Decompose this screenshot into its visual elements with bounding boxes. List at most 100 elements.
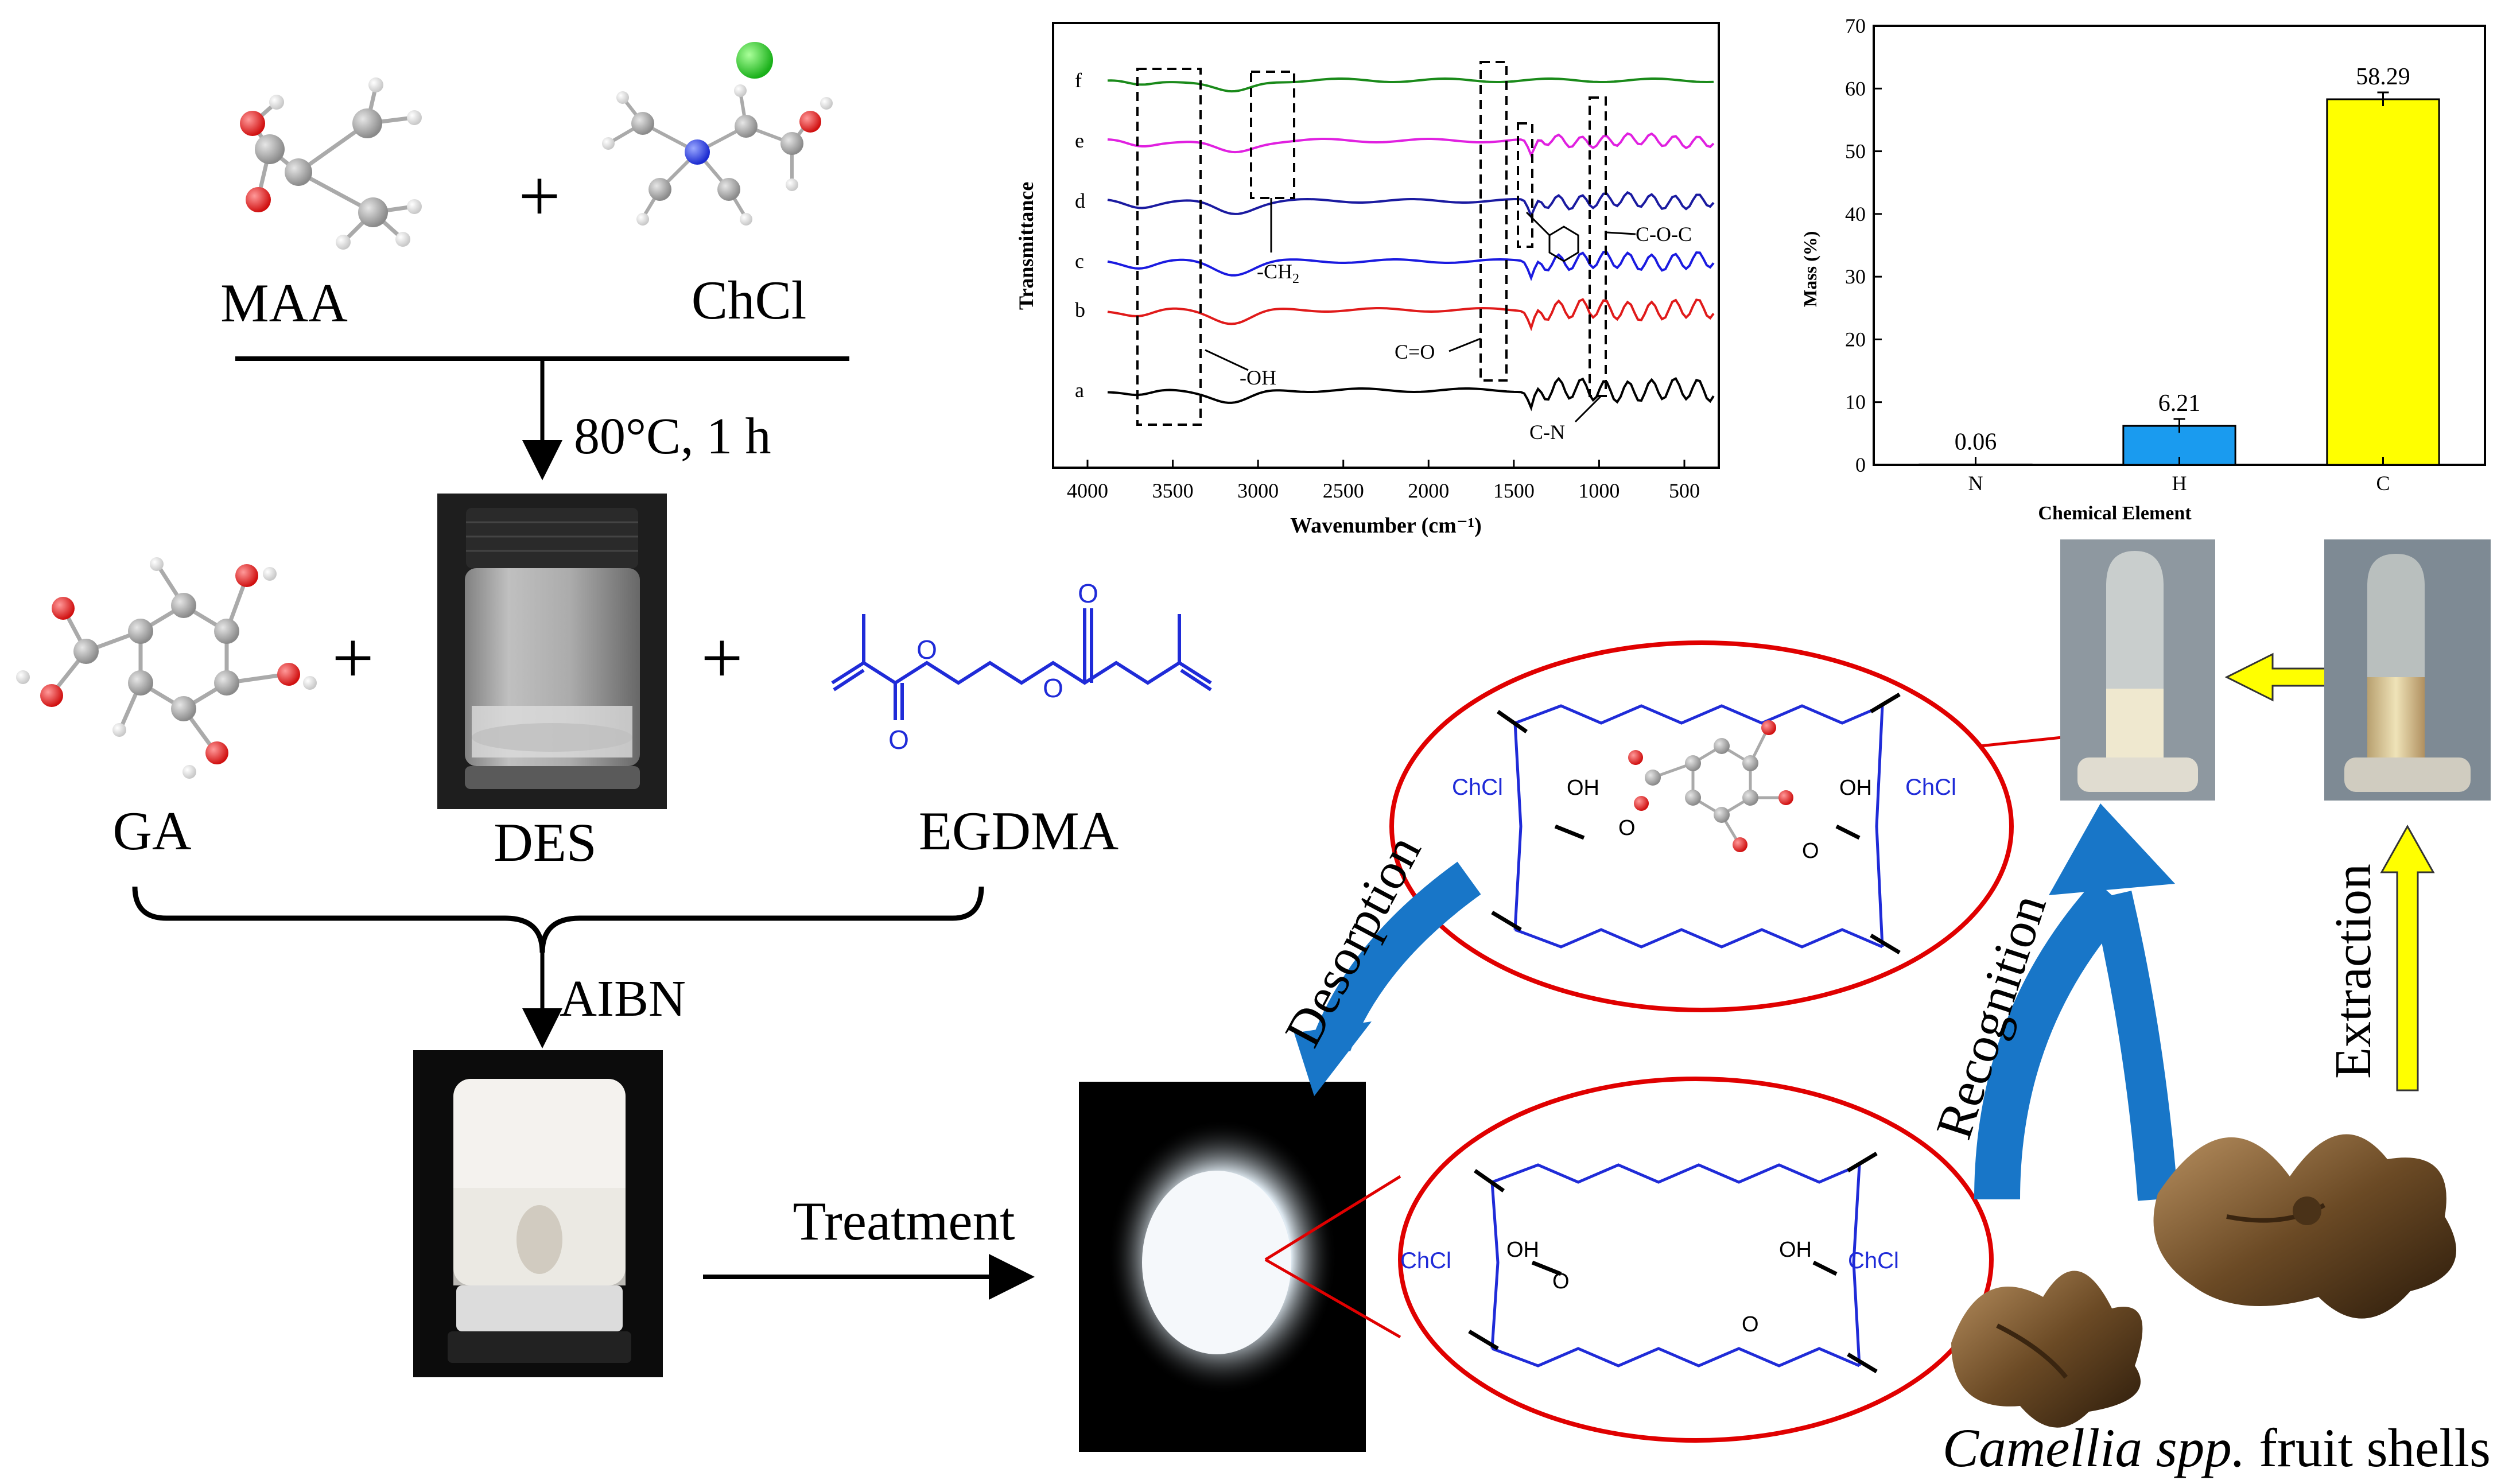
maa-molecule-icon (240, 77, 422, 250)
ftir-trace-label-e: e (1075, 129, 1084, 152)
o-label-1: O (1552, 1269, 1570, 1293)
maa-label: MAA (220, 273, 348, 333)
powder-photo (1079, 1082, 1366, 1452)
ftir-trace-d (1107, 191, 1715, 219)
mip-template-methyls (1491, 692, 1901, 955)
shells-label-rest: fruit shells (2246, 1417, 2491, 1478)
ftir-cn-pointer (1574, 395, 1602, 423)
ftir-oh-pointer (1205, 349, 1249, 371)
extract-vial-photo (2324, 539, 2491, 801)
mip-cavity-ellipse (1398, 1077, 1994, 1443)
bar-ytick-label: 30 (1845, 265, 1866, 288)
egdma-label: EGDMA (919, 801, 1119, 861)
aibn-label: AIBN (560, 970, 686, 1027)
recognition-arrow-2 (2092, 891, 2178, 1201)
ftir-xtick-label: 3000 (1237, 479, 1279, 502)
ftir-ch2-annotation: -CH2 (1257, 260, 1299, 286)
shells-label-italic: Camellia spp. (1943, 1417, 2246, 1478)
chcl-tag-2: ChCl (1848, 1248, 1899, 1273)
ftir-trace-c (1107, 251, 1715, 281)
chcl-label: ChCl (692, 270, 807, 331)
recognition-vial-photo (2060, 539, 2215, 801)
ftir-co-annotation: C=O (1395, 340, 1435, 363)
ftir-ch2-sub: 2 (1292, 271, 1299, 286)
chcl-tag-1: ChCl (1400, 1248, 1451, 1273)
ftir-xtick-label: 1500 (1493, 479, 1535, 502)
recognition-arrow (1974, 880, 2129, 1200)
yellow-arrow-left (2224, 652, 2328, 702)
plus-sign-2: + (332, 617, 374, 700)
ga-template-icon (1628, 720, 1793, 852)
ftir-xlabel: Wavenumber (cm⁻¹) (1290, 514, 1482, 538)
ftir-trace-label-d: d (1075, 189, 1085, 212)
pointer-line-2 (1264, 1258, 1401, 1339)
treatment-label: Treatment (793, 1191, 1015, 1252)
oh-label-4: OH (1839, 776, 1872, 800)
bar-ytick-label: 0 (1855, 453, 1866, 476)
ftir-cn-annotation: C-N (1529, 421, 1565, 444)
bar-value-label-C: 58.29 (2356, 64, 2410, 90)
ftir-trace-a (1107, 376, 1715, 411)
bar-ytick-label: 50 (1845, 140, 1866, 163)
ftir-traces (1107, 77, 1715, 411)
bar-ytick-label: 20 (1845, 328, 1866, 351)
benzene-ring-icon (1548, 226, 1579, 262)
yellow-arrow-up (2380, 824, 2435, 1091)
ftir-trace-label-a: a (1075, 379, 1084, 402)
ftir-coc-annotation: C-O-C (1636, 223, 1692, 246)
desorption-arrowhead (1294, 1021, 1372, 1096)
chcl-tag-4: ChCl (1905, 775, 1956, 800)
egdma-o-3: O (1043, 673, 1063, 703)
ftir-benzene-pointer (1525, 211, 1551, 236)
o-label-4: O (1802, 839, 1819, 863)
ftir-xtick-label: 2000 (1408, 479, 1449, 502)
mip-cavity-structure (1490, 1163, 1861, 1368)
bar-category-label-H: H (2172, 472, 2187, 495)
ftir-xtick-label: 3500 (1152, 479, 1194, 502)
egdma-o-1: O (888, 725, 909, 755)
ftir-ylabel: Transmittance (1015, 182, 1038, 310)
ftir-xtick-label: 2500 (1323, 479, 1364, 502)
ftir-xtick-label: 1000 (1578, 479, 1620, 502)
ftir-trace-labels: f e d c b a (1075, 69, 1085, 402)
ftir-trace-label-f: f (1075, 69, 1082, 92)
bar-category-label-C: C (2376, 472, 2390, 495)
plus-sign-1: + (518, 155, 560, 238)
oh-label-3: OH (1567, 776, 1599, 800)
recognition-arrowhead (2049, 803, 2175, 895)
egdma-o-4: O (1078, 578, 1098, 608)
bar-value-label-H: 6.21 (2158, 390, 2201, 417)
pointer-line-1 (1264, 1175, 1401, 1261)
bar-category-label-N: N (1968, 472, 1983, 495)
chcl-tag-3: ChCl (1452, 775, 1503, 800)
bar-C (2326, 98, 2440, 466)
ftir-trace-label-b: b (1075, 298, 1085, 321)
ftir-coc-pointer (1606, 231, 1636, 235)
mip-template-ellipse (1389, 640, 2014, 1012)
camellia-shells-photo (1951, 1134, 2456, 1428)
bar-ytick-label: 10 (1845, 391, 1866, 414)
mip-template-structure (1513, 704, 1884, 949)
ftir-co-pointer (1448, 337, 1481, 352)
ftir-ch2-text: -CH (1257, 260, 1292, 283)
bar-ytick-label: 60 (1845, 77, 1866, 100)
bar-ytick-label: 40 (1845, 203, 1866, 226)
ftir-frame (1052, 22, 1720, 469)
ftir-trace-label-c: c (1075, 250, 1084, 273)
bar-ylabel: Mass (%) (1800, 231, 1820, 307)
ftir-trace-e (1107, 132, 1715, 158)
ga-molecule-icon (16, 557, 317, 779)
bar-ytick-label: 70 (1845, 14, 1866, 37)
ga-label: GA (112, 801, 191, 861)
oh-label-2: OH (1779, 1238, 1812, 1262)
des-label: DES (494, 812, 596, 873)
ftir-xtick-label: 4000 (1067, 479, 1108, 502)
shells-label: Camellia spp. fruit shells (1943, 1417, 2491, 1478)
chcl-molecule-icon (602, 42, 833, 226)
des-photo (437, 494, 667, 809)
